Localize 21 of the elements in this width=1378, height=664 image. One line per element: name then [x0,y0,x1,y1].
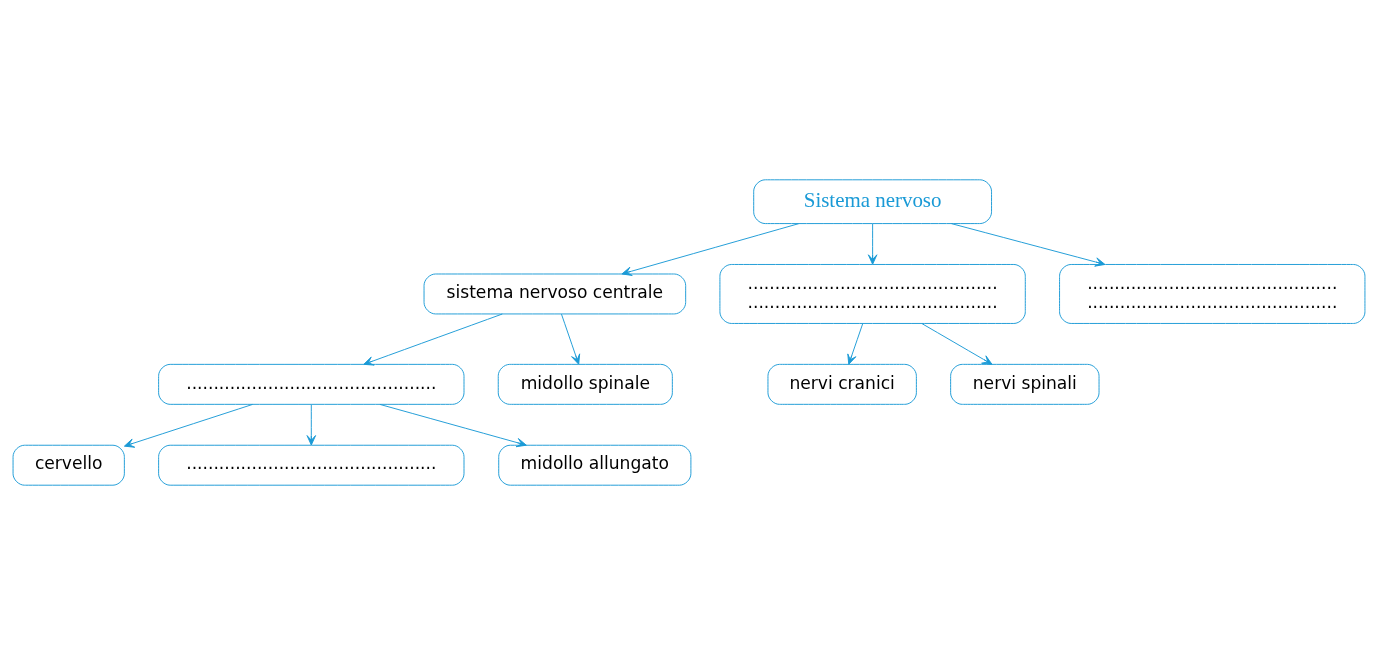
arrow [306,403,317,446]
arrow [363,313,503,366]
arrow [621,222,800,276]
node-box: midollo allungato [498,444,692,486]
node-box: Sistema nervoso [753,178,992,224]
node-box: nervi cranici [767,363,917,405]
arrow [950,222,1106,267]
node-box: cervello [12,444,125,486]
node-box: midollo spinale [497,363,673,405]
node-box: sistema nervoso centrale [423,273,687,314]
arrow [123,403,254,448]
node-box: .............................................. [158,363,465,405]
arrow [867,222,878,265]
arrow [379,403,527,447]
arrow [921,322,993,365]
node-box: .............................................. .............................................. [719,263,1026,324]
node-box: .............................................. .............................................. [1059,263,1366,324]
node-box: nervi spinali [950,363,1100,405]
arrow [847,322,864,365]
node-box: .............................................. [158,444,465,486]
arrow [561,313,581,365]
